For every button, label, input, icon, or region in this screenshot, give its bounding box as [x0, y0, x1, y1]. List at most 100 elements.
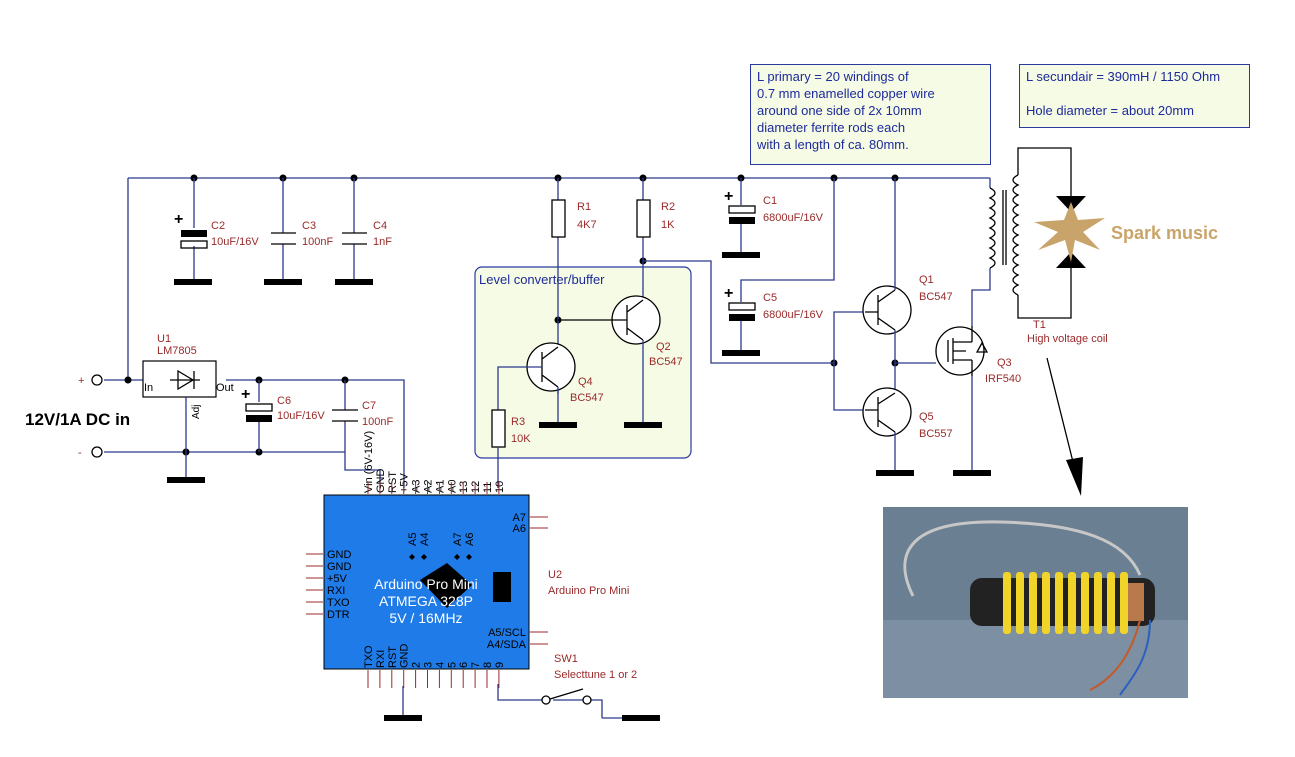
note-line: L secundair = 390mH / 1150 Ohm [1026, 69, 1221, 84]
primary-coil-note: L primary = 20 windings of 0.7 mm enamel… [750, 64, 991, 165]
c4-value: 1nF [373, 236, 392, 248]
bottom-pin-label: 7 [470, 662, 482, 668]
top-pin-label: 10 [494, 481, 506, 493]
top-pin-label: A1 [434, 480, 446, 493]
r1-name: R1 [577, 201, 591, 213]
c6-value: 10uF/16V [277, 410, 325, 422]
u2-name: U2 [548, 569, 562, 581]
arduino-line2: ATMEGA 328P [379, 593, 473, 609]
q3-name: Q3 [997, 357, 1012, 369]
t1-name: T1 [1033, 319, 1046, 331]
note-line: diameter ferrite rods each [757, 120, 906, 135]
u1-name: U1 [157, 333, 171, 345]
bottom-pin-label: 8 [482, 662, 494, 668]
c4-name: C4 [373, 220, 387, 232]
top-pin-label: +5V [399, 472, 411, 493]
c5-name: C5 [763, 292, 777, 304]
bottom-pin-label: 3 [423, 662, 435, 668]
bottom-pin-label: GND [399, 644, 411, 669]
top-pin-label: 12 [470, 481, 482, 493]
sw1-value: Selecttune 1 or 2 [554, 669, 637, 681]
right-pin-label: A5/SCL [488, 627, 526, 639]
bottom-pin-label: 6 [458, 662, 470, 668]
q1-value: BC547 [919, 291, 953, 303]
r2-value: 1K [661, 219, 675, 231]
note-line: L primary = 20 windings of [757, 69, 909, 84]
right-pin-label: A4/SDA [487, 639, 527, 651]
pad-icon [466, 554, 472, 560]
secondary-coil-note: L secundair = 390mH / 1150 Ohm Hole diam… [1019, 64, 1250, 128]
dc-in-title: 12V/1A DC in [25, 410, 130, 429]
note-line: Hole diameter = about 20mm [1026, 103, 1195, 118]
q3-value: IRF540 [985, 373, 1021, 385]
terminal-plus: + [78, 375, 84, 387]
bottom-pin-label: 4 [434, 662, 446, 668]
spark-title: Spark music [1111, 223, 1218, 243]
coil-photo [883, 507, 1188, 698]
r3-value: 10K [511, 433, 531, 445]
bottom-pin-label: RXI [375, 650, 387, 668]
c1-value: 6800uF/16V [763, 212, 824, 224]
bottom-pin-label: RST [387, 646, 399, 668]
left-pin-label: RXI [327, 585, 345, 597]
q5-value: BC557 [919, 428, 953, 440]
pad-icon [454, 554, 460, 560]
left-pin-label: GND [327, 549, 352, 561]
t1-value: High voltage coil [1027, 333, 1108, 345]
inner-pin-label: A6 [464, 533, 476, 546]
c3-value: 100nF [302, 236, 333, 248]
u2-value: Arduino Pro Mini [548, 585, 629, 597]
bottom-pin-label: TXO [363, 645, 375, 668]
arduino-line1: Arduino Pro Mini [374, 576, 478, 592]
svg-text:+: + [174, 211, 183, 228]
svg-text:+: + [724, 188, 733, 205]
top-pin-label: GND [375, 469, 387, 494]
u1-in: In [144, 382, 153, 394]
u1-value: LM7805 [157, 345, 197, 357]
q4-name: Q4 [578, 376, 593, 388]
q1-name: Q1 [919, 274, 934, 286]
c2-value: 10uF/16V [211, 236, 259, 248]
bottom-pin-label: 9 [494, 662, 506, 668]
u1-adj: Adj [191, 405, 202, 419]
c2-name: C2 [211, 220, 225, 232]
c1-name: C1 [763, 195, 777, 207]
u1-out: Out [216, 382, 234, 394]
top-pin-label: A3 [411, 480, 423, 493]
top-pin-label: 13 [458, 481, 470, 493]
arrow-icon [1066, 457, 1083, 496]
level-converter-title: Level converter/buffer [479, 272, 605, 287]
top-pin-label: Vin (6V-16V) [363, 431, 375, 493]
top-pin-label: RST [387, 471, 399, 493]
c3-name: C3 [302, 220, 316, 232]
inner-pin-label: A4 [419, 533, 431, 546]
top-pin-label: A2 [423, 480, 435, 493]
left-pin-label: DTR [327, 609, 350, 621]
note-line: around one side of 2x 10mm [757, 103, 922, 118]
c7-name: C7 [362, 400, 376, 412]
terminal-minus: - [78, 447, 82, 459]
left-pin-label: +5V [327, 573, 348, 585]
r3-name: R3 [511, 416, 525, 428]
c6-name: C6 [277, 395, 291, 407]
r1-value: 4K7 [577, 219, 597, 231]
q2-value: BC547 [649, 356, 683, 368]
r2-name: R2 [661, 201, 675, 213]
top-pin-label: A0 [446, 480, 458, 493]
q4-value: BC547 [570, 392, 604, 404]
inner-pin-label: A7 [452, 533, 464, 546]
c7-value: 100nF [362, 416, 393, 428]
c5-value: 6800uF/16V [763, 309, 824, 321]
arduino-line3: 5V / 16MHz [389, 610, 462, 626]
sw1-name: SW1 [554, 653, 578, 665]
q5-name: Q5 [919, 411, 934, 423]
svg-text:+: + [724, 285, 733, 302]
pad-icon [421, 554, 427, 560]
q2-name: Q2 [656, 341, 671, 353]
right-pin-label: A7 [513, 512, 526, 524]
note-line: with a length of ca. 80mm. [757, 137, 909, 152]
note-line: 0.7 mm enamelled copper wire [757, 86, 935, 101]
inner-pin-label: A5 [407, 533, 419, 546]
